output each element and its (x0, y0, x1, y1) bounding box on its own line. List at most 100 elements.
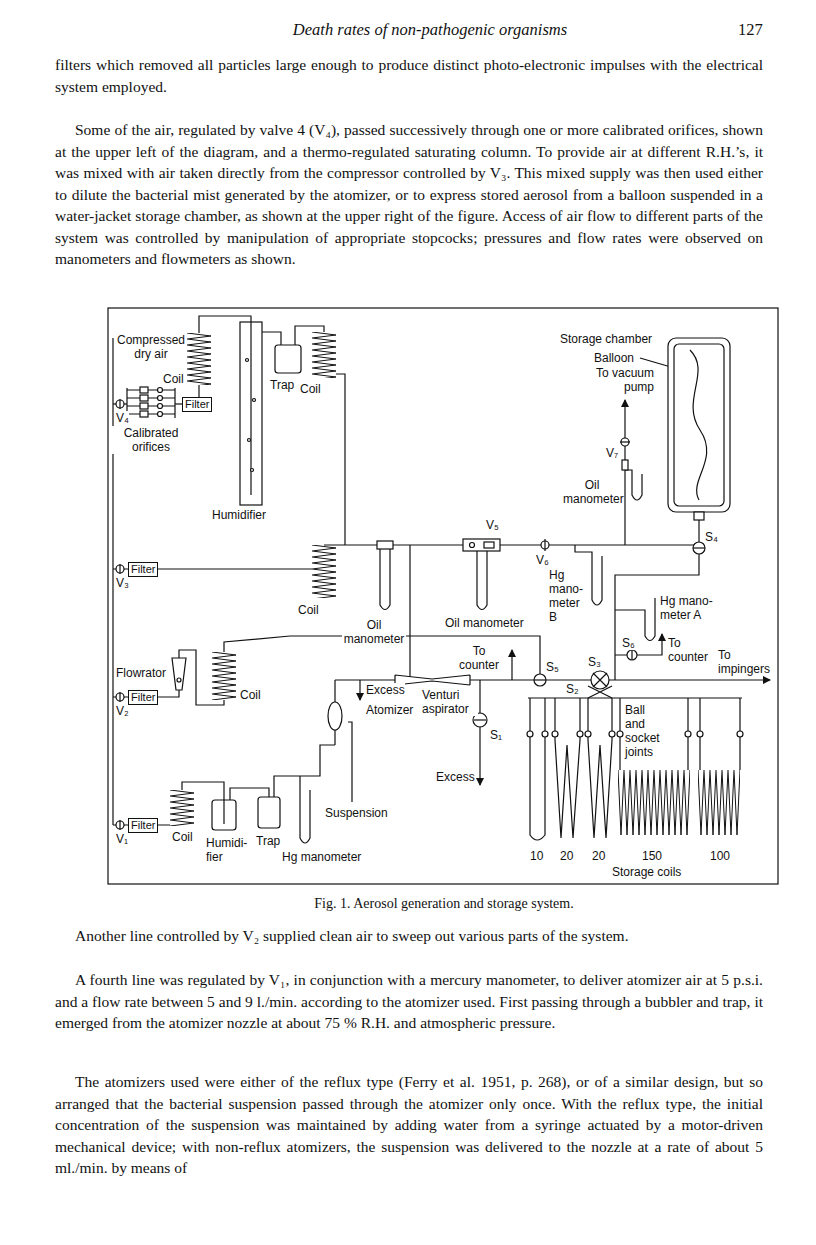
figure-caption: Fig. 1. Aerosol generation and storage s… (50, 896, 816, 912)
part-label: V₆ (536, 553, 549, 567)
part-label: Excess (436, 770, 475, 784)
air-piping (409, 545, 410, 677)
part-label: 20 (560, 849, 573, 863)
running-title: Death rates of non-pathogenic organisms (40, 20, 816, 40)
air-piping (477, 551, 487, 610)
components (534, 674, 546, 686)
page-number: 127 (738, 20, 763, 40)
part-label: 100 (710, 849, 730, 863)
air-piping (615, 634, 662, 655)
components (463, 539, 500, 551)
coils (170, 790, 194, 826)
part-label: Flowrator (116, 666, 166, 680)
filter-box: Filter (128, 690, 158, 705)
components (693, 547, 705, 548)
components (544, 539, 545, 551)
part-label: S₂ (566, 682, 579, 696)
part-label: To impingers (718, 648, 774, 676)
part-label: 150 (642, 849, 662, 863)
part-label: Suspension (325, 806, 388, 820)
ball-joints (527, 731, 533, 737)
figure-frame (108, 308, 778, 884)
components (534, 679, 546, 680)
components (177, 678, 181, 682)
ball-joints (552, 731, 558, 737)
filter-box: Filter (128, 818, 158, 833)
components (158, 404, 163, 409)
components (140, 403, 148, 409)
coils (698, 770, 740, 835)
components (328, 702, 342, 730)
components (212, 800, 236, 830)
components (377, 541, 393, 549)
air-piping (198, 385, 199, 397)
coils (212, 652, 236, 700)
components (240, 322, 262, 505)
part-label: Hg mano- meter A (660, 594, 716, 622)
components (694, 512, 704, 520)
part-label: Oil manometer (342, 618, 406, 646)
components (140, 395, 148, 401)
part-label: Coil (298, 603, 319, 617)
components (116, 565, 124, 573)
air-piping (274, 745, 335, 797)
air-piping (479, 680, 480, 785)
air-piping (112, 338, 113, 825)
components (470, 543, 475, 548)
filter-label: Filter (185, 398, 209, 411)
air-piping (262, 332, 281, 345)
figure-frame (108, 308, 778, 884)
ball-joints (577, 731, 583, 737)
part-label: 20 (592, 849, 605, 863)
part-label: Hg manometer (282, 850, 361, 864)
filter-label: Filter (131, 691, 155, 704)
part-label: V₁ (116, 832, 128, 846)
coils (170, 332, 740, 835)
components (690, 350, 707, 500)
components (258, 797, 280, 828)
ball-joints (737, 731, 743, 737)
part-label: S₁ (490, 728, 502, 742)
components (119, 820, 120, 830)
part-label: V₃ (116, 576, 129, 590)
coils (698, 770, 740, 835)
storage-coils (620, 698, 688, 770)
part-label: S₄ (705, 530, 718, 544)
components (275, 345, 301, 373)
air-piping (127, 388, 175, 418)
air-piping (395, 675, 470, 685)
air-piping (615, 598, 655, 641)
part-label: To counter (455, 644, 503, 672)
part-label: Ball and socket joints (625, 703, 665, 759)
components (140, 387, 148, 393)
air-piping (348, 722, 352, 802)
air-piping (511, 650, 512, 680)
part-label: Coil (172, 830, 193, 844)
air-piping (625, 470, 642, 500)
air-piping (624, 400, 625, 545)
part-label: Oil manometer (563, 478, 621, 506)
coils (187, 333, 211, 385)
coils (312, 332, 336, 378)
components (116, 322, 730, 830)
components (119, 564, 120, 574)
storage-coils (700, 698, 740, 770)
part-label: S₅ (546, 660, 559, 674)
coils (312, 545, 336, 598)
part-label: Venturi aspirator (422, 688, 478, 716)
part-label: Coil (300, 382, 321, 396)
part-label: To vacuum pump (588, 366, 654, 394)
air-piping (300, 776, 310, 843)
ball-joints (542, 731, 548, 737)
body-paragraph: The atomizers used were either of the re… (55, 1071, 763, 1179)
components (251, 469, 254, 472)
components (693, 542, 705, 554)
air-piping (380, 549, 390, 610)
body-paragraph: Another line controlled by V₂ supplied c… (55, 925, 763, 947)
part-label: V₄ (116, 411, 129, 425)
components (116, 693, 124, 701)
part-label: Trap (256, 834, 280, 848)
ball-joints (697, 731, 703, 737)
storage-coils (530, 698, 740, 840)
filter-box: Filter (128, 562, 158, 577)
